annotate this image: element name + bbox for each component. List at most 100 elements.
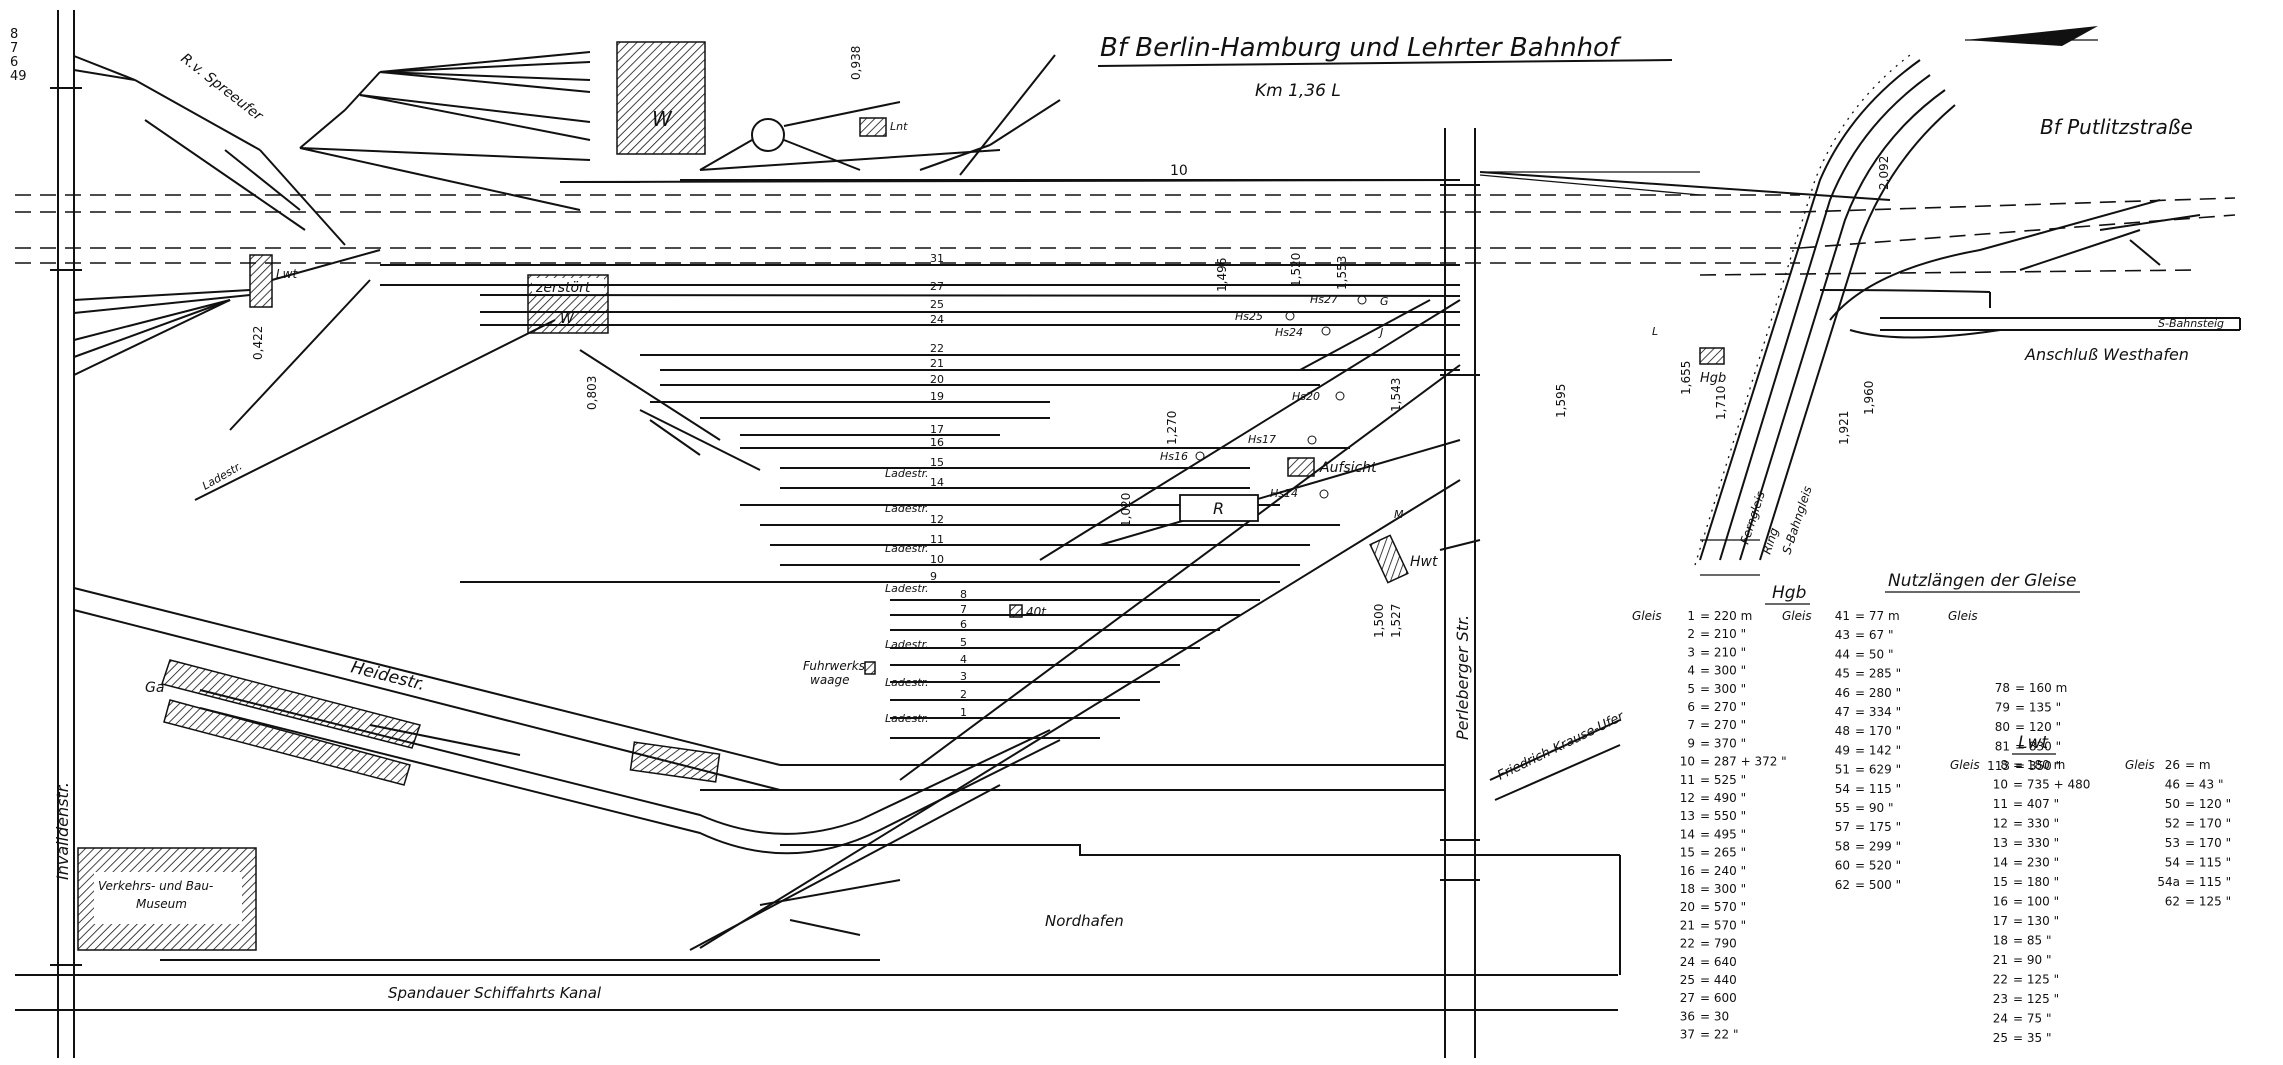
svg-text:1,960: 1,960 [1862, 381, 1876, 415]
hgb-c1-gleis-6: 7 [1687, 718, 1695, 732]
lwt-c2-gleis-5: 54 [2165, 856, 2180, 870]
hgb-c3-length-1: = 135 " [2015, 701, 2061, 715]
lwt-c2-length-3: = 170 " [2185, 817, 2231, 831]
building-r [1179, 494, 1259, 522]
lwt-c2-gleis-3: 52 [2165, 817, 2180, 831]
svg-text:8: 8 [960, 588, 967, 601]
lwt-c1-gleis-3: 12 [1993, 817, 2008, 831]
hgb-c2-length-3: = 285 " [1855, 667, 1901, 681]
svg-text:0,422: 0,422 [251, 326, 265, 360]
svg-text:Ladestr.: Ladestr. [885, 712, 929, 725]
hgb-c1-length-17: = 570 " [1700, 918, 1746, 932]
hgb-c1-length-19: = 640 [1700, 955, 1737, 969]
lwt-c2-gleis-6: 54a [2157, 875, 2180, 889]
hgb-c1-length-1: = 210 " [1700, 627, 1746, 641]
hgb-c1-length-20: = 440 [1700, 973, 1737, 987]
lwt-c2-length-7: = 125 " [2185, 895, 2231, 909]
lwt-c2-length-0: = m [2185, 758, 2211, 772]
svg-text:1,595: 1,595 [1554, 384, 1568, 418]
svg-text:Hs24: Hs24 [1275, 326, 1303, 339]
svg-text:Ladestr.: Ladestr. [885, 502, 929, 515]
track-length-table: Nutzlängen der Gleise Hgb Gleis Gleis Gl… [1632, 571, 2231, 1045]
building-small-shed [629, 741, 721, 783]
hgb-c1-length-8: = 287 + 372 " [1700, 755, 1787, 769]
svg-text:15: 15 [930, 456, 944, 469]
lwt-c1-length-3: = 330 " [2013, 817, 2059, 831]
building-lnt-label: Lnt [890, 120, 908, 133]
hgb-gleis-label-2: Gleis [1782, 609, 1812, 623]
hgb-c1-gleis-7: 9 [1687, 736, 1695, 750]
building-fuhrwerkswaage [864, 661, 876, 675]
lwt-c2-length-2: = 120 " [2185, 797, 2231, 811]
building-r-label: R [1213, 499, 1224, 518]
hgb-c2-length-0: = 77 m [1855, 609, 1900, 623]
lwt-c1-length-2: = 407 " [2013, 797, 2059, 811]
hgb-c3-gleis-4: 113 [1987, 759, 2010, 773]
svg-text:11: 11 [930, 533, 944, 546]
hgb-c3-length-4: = 350 " [2015, 759, 2061, 773]
hgb-c2-length-14: = 500 " [1855, 878, 1901, 892]
track-number-labels: 31 27 25 24 22 21 20 19 17 16 15 14 12 1… [930, 252, 967, 719]
hgb-c1-gleis-18: 22 [1680, 937, 1695, 951]
lwt-c1-length-4: = 330 " [2013, 836, 2059, 850]
svg-text:Ladestr.: Ladestr. [885, 582, 929, 595]
building-40t [1009, 604, 1023, 618]
svg-text:Hs20: Hs20 [1292, 390, 1320, 403]
hgb-c1-length-4: = 300 " [1700, 682, 1746, 696]
hgb-c3-length-3: = 830 " [2015, 740, 2061, 754]
svg-text:6: 6 [960, 618, 967, 631]
museum-label-1: Verkehrs- und Bau- [98, 879, 213, 893]
hgb-c3-gleis-2: 80 [1995, 720, 2010, 734]
hgb-c2-gleis-3: 45 [1835, 667, 1850, 681]
hgb-c1-length-21: = 600 [1700, 991, 1737, 1005]
hgb-c2-gleis-1: 43 [1835, 628, 1850, 642]
lwt-c2-gleis-4: 53 [2165, 836, 2180, 850]
building-hwt-label: Hwt [1410, 554, 1438, 570]
hgb-c1-gleis-23: 37 [1680, 1028, 1695, 1042]
lwt-c1-length-11: = 125 " [2013, 973, 2059, 987]
hgb-c2-gleis-7: 49 [1835, 743, 1850, 757]
hgb-c1-length-11: = 550 " [1700, 809, 1746, 823]
hgb-c2-length-7: = 142 " [1855, 743, 1901, 757]
svg-text:G: G [1380, 295, 1389, 308]
lwt-c1-gleis-11: 22 [1993, 973, 2008, 987]
svg-text:1: 1 [960, 706, 967, 719]
bridge-hatching [1479, 174, 1760, 576]
lwt-c1-length-10: = 90 " [2013, 953, 2051, 967]
hgb-column-2: 41= 77 m43= 67 "44= 50 "45= 285 "46= 280… [1835, 609, 1901, 892]
lwt-c1-gleis-0: 8 [2000, 758, 2008, 772]
lwt-c1-length-14: = 35 " [2013, 1031, 2051, 1045]
hgb-c1-length-15: = 300 " [1700, 882, 1746, 896]
svg-text:16: 16 [930, 436, 944, 449]
svg-text:0,938: 0,938 [849, 46, 863, 80]
svg-text:19: 19 [930, 390, 944, 403]
hgb-c2-gleis-14: 62 [1835, 878, 1850, 892]
hgb-c1-length-5: = 270 " [1700, 700, 1746, 714]
hgb-c1-length-10: = 490 " [1700, 791, 1746, 805]
svg-text:22: 22 [930, 342, 944, 355]
svg-text:1,496: 1,496 [1215, 258, 1229, 292]
hgb-c2-length-13: = 520 " [1855, 859, 1901, 873]
hgb-c1-gleis-5: 6 [1687, 700, 1695, 714]
lwt-c1-length-13: = 75 " [2013, 1012, 2051, 1026]
lwt-c1-length-12: = 125 " [2013, 992, 2059, 1006]
svg-text:6: 6 [10, 55, 18, 70]
hgb-c1-length-14: = 240 " [1700, 864, 1746, 878]
lwt-c2-length-5: = 115 " [2185, 856, 2231, 870]
lwt-c1-gleis-8: 17 [1993, 914, 2008, 928]
svg-text:Ladestr.: Ladestr. [885, 467, 929, 480]
lwt-gleis-label-2: Gleis [2125, 758, 2155, 772]
building-ga-2 [163, 699, 411, 786]
svg-text:9: 9 [930, 570, 937, 583]
yard-tracks [380, 264, 1461, 739]
svg-text:Ladestr.: Ladestr. [885, 542, 929, 555]
svg-text:1,543: 1,543 [1389, 378, 1403, 412]
lwt-c1-gleis-5: 14 [1993, 856, 2008, 870]
hgb-c1-gleis-19: 24 [1680, 955, 1695, 969]
lwt-c1-gleis-4: 13 [1993, 836, 2008, 850]
hgb-c1-gleis-12: 14 [1680, 827, 1695, 841]
svg-text:1,020: 1,020 [1119, 493, 1133, 527]
lwt-c2-length-6: = 115 " [2185, 875, 2231, 889]
building-hwt [1369, 534, 1409, 584]
lwt-column-2: 26= m46= 43 "50= 120 "52= 170 "53= 170 "… [2157, 758, 2231, 909]
